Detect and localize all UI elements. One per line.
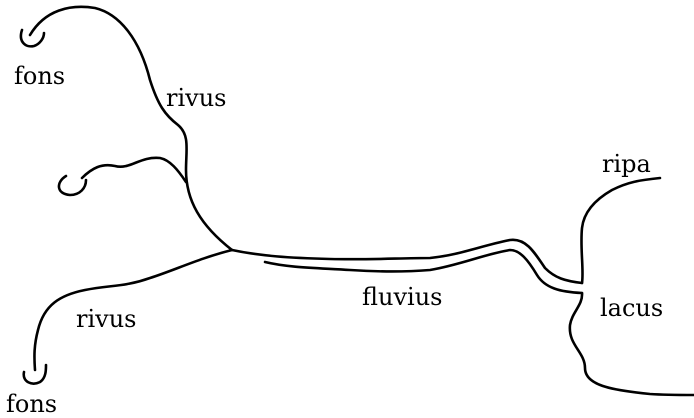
fluvius-top-bank bbox=[232, 240, 582, 283]
label-fluvius: fluvius bbox=[362, 283, 442, 311]
label-rivus-bottom: rivus bbox=[76, 305, 136, 333]
label-fons-top: fons bbox=[14, 62, 65, 90]
label-rivus-top: rivus bbox=[166, 84, 226, 112]
label-ripa: ripa bbox=[602, 150, 651, 178]
label-lacus: lacus bbox=[600, 294, 663, 322]
label-fons-bottom: fons bbox=[6, 390, 57, 418]
ripa-shore bbox=[581, 178, 660, 283]
upper-stream bbox=[30, 7, 232, 250]
middle-tributary bbox=[82, 158, 186, 182]
